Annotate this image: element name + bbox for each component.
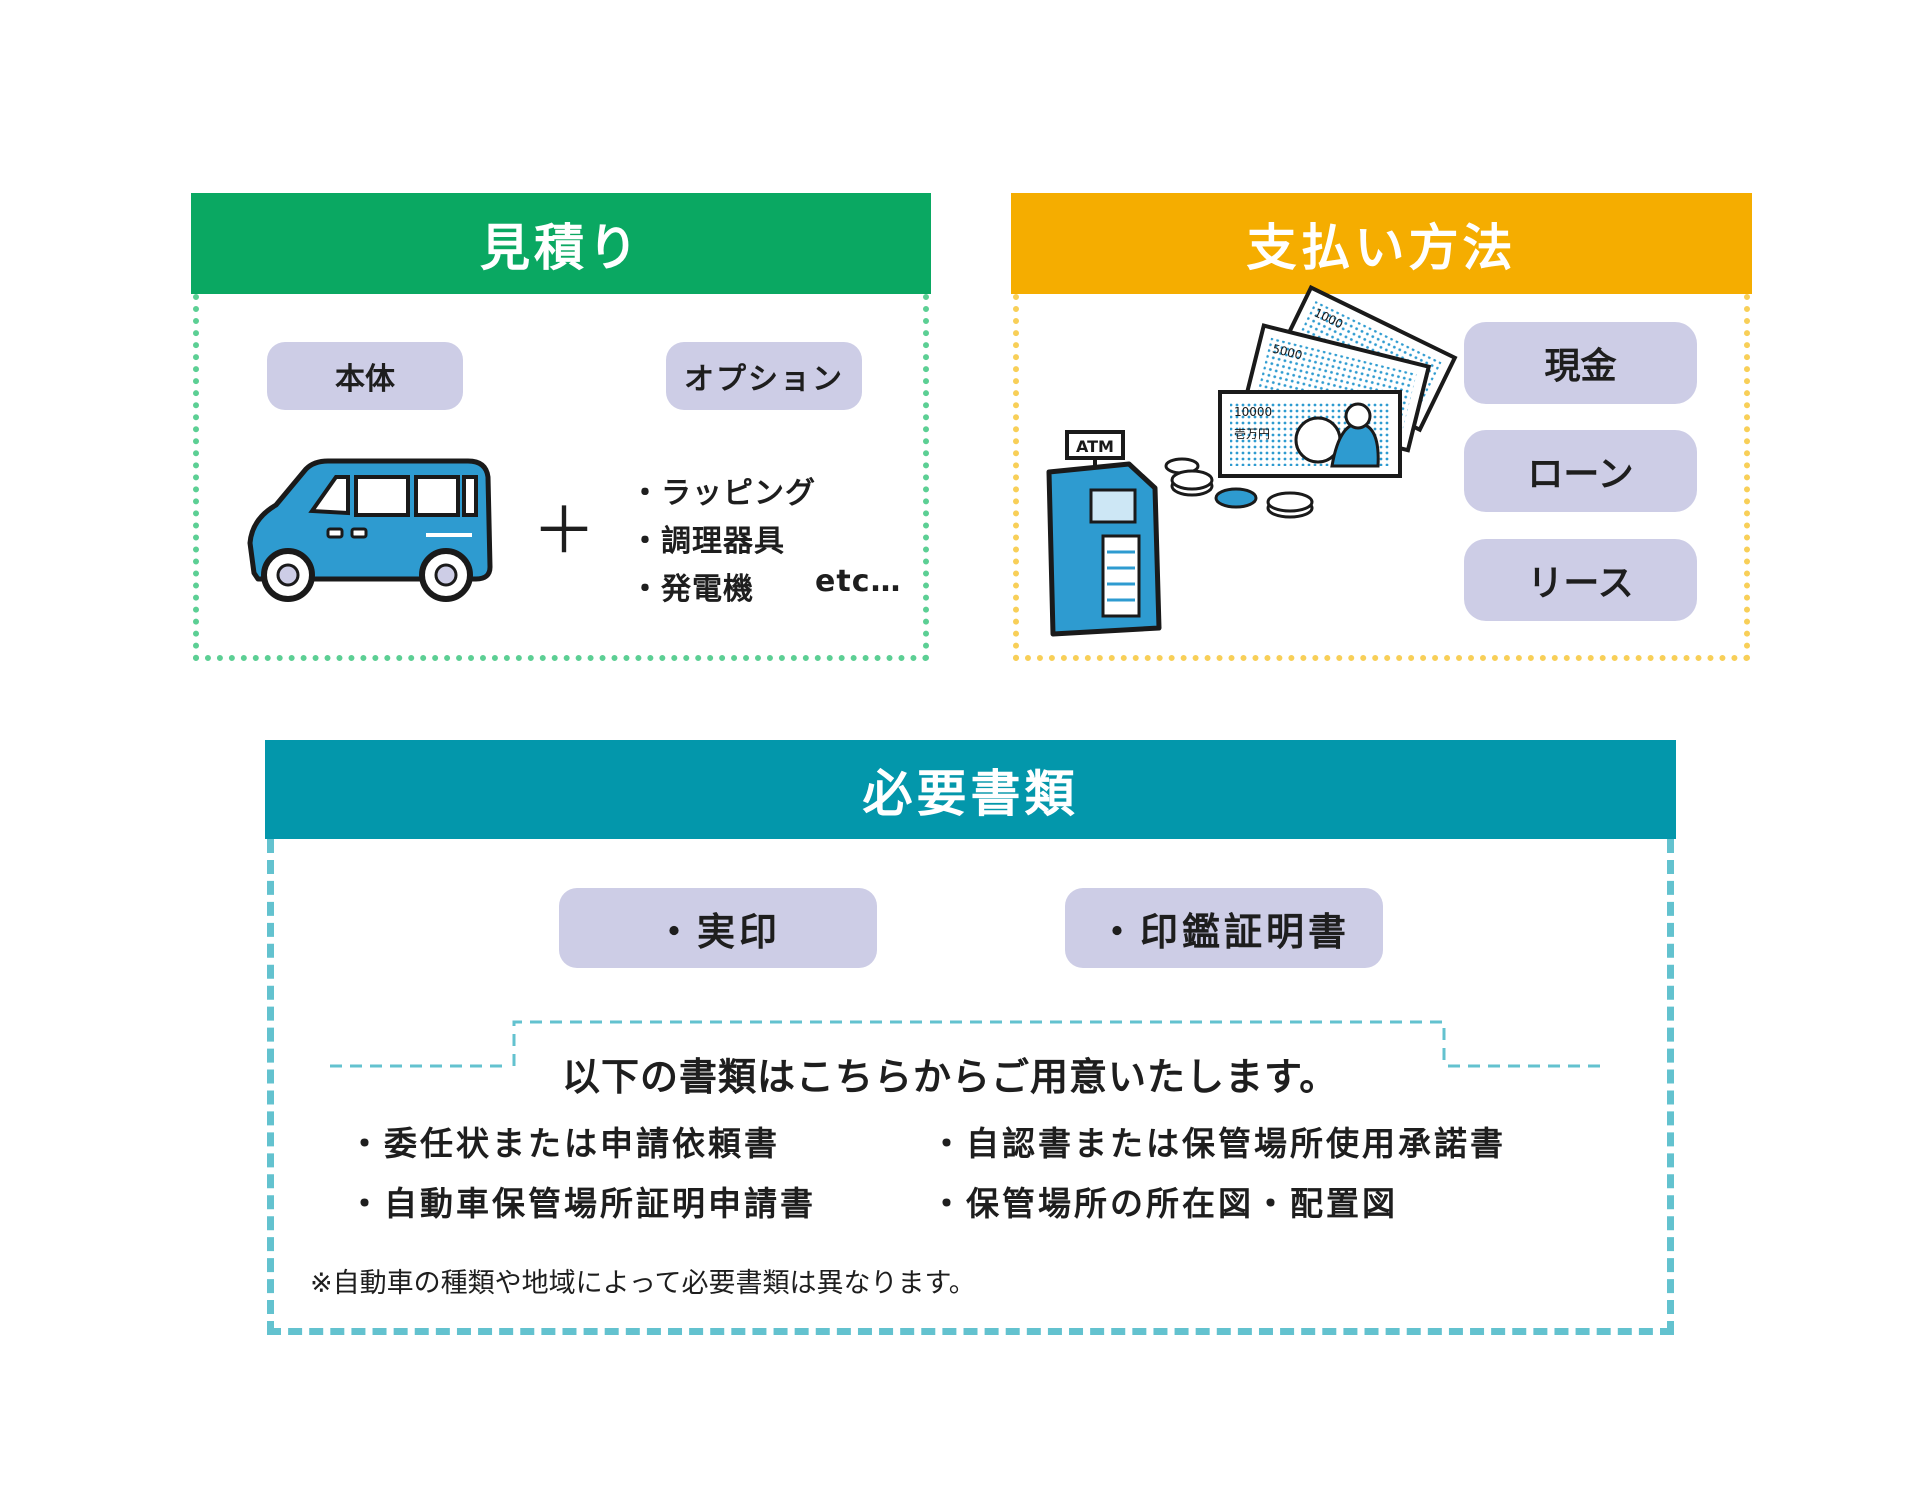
atm-icon: ATM	[1046, 430, 1162, 637]
estimate-title: 見積り	[480, 218, 642, 277]
option-etc: etc…	[815, 564, 902, 599]
required-seal-certificate-label: ・印鑑証明書	[1097, 909, 1350, 954]
option-item-wrapping: ・ラッピング	[630, 476, 816, 511]
documents-header: 必要書類	[265, 740, 1676, 839]
required-seal-label: ・実印	[654, 909, 781, 954]
prepared-item-self-declaration: ・自認書または保管場所使用承諾書	[930, 1124, 1506, 1163]
option-pill: オプション	[666, 342, 862, 410]
body-pill-label: 本体	[335, 362, 395, 397]
plus-sign: ＋	[532, 495, 596, 569]
payment-method-lease: リース	[1464, 539, 1697, 621]
required-seal: ・実印	[559, 888, 877, 968]
payment-panel-body	[1013, 294, 1750, 661]
payment-method-cash: 現金	[1464, 322, 1697, 404]
payment-method-cash-label: 現金	[1544, 346, 1617, 387]
prepared-heading: 以下の書類はこちらからご用意いたします。	[562, 1055, 1339, 1099]
estimate-panel-body	[193, 294, 929, 661]
option-item-generator: ・発電機	[630, 572, 754, 607]
prepared-item-proxy: ・委任状または申請依頼書	[348, 1124, 780, 1163]
banknotes-icon: 1000 5000 10000 壱万円	[1218, 284, 1458, 478]
payment-method-loan: ローン	[1464, 430, 1697, 512]
bill-label-10000: 10000	[1234, 405, 1272, 419]
payment-title: 支払い方法	[1246, 218, 1517, 277]
bill-label-yen: 壱万円	[1234, 427, 1270, 441]
van-icon	[247, 458, 493, 602]
atm-label: ATM	[1076, 437, 1114, 456]
body-pill: 本体	[267, 342, 463, 410]
documents-title: 必要書類	[862, 764, 1079, 823]
payment-method-loan-label: ローン	[1527, 454, 1634, 495]
estimate-header: 見積り	[191, 193, 931, 294]
payment-header: 支払い方法	[1011, 193, 1752, 294]
documents-panel-body	[267, 839, 1674, 1335]
prepared-item-parking-certificate: ・自動車保管場所証明申請書	[348, 1184, 816, 1223]
option-item-cookware: ・調理器具	[630, 524, 785, 559]
documents-note: ※自動車の種類や地域によって必要書類は異なります。	[310, 1268, 976, 1299]
subheading-bracket	[330, 1020, 1608, 1068]
option-pill-label: オプション	[684, 362, 844, 397]
prepared-item-location-map: ・保管場所の所在図・配置図	[930, 1184, 1398, 1223]
payment-method-lease-label: リース	[1527, 563, 1634, 604]
coins-icon	[1164, 457, 1314, 519]
required-seal-certificate: ・印鑑証明書	[1065, 888, 1383, 968]
